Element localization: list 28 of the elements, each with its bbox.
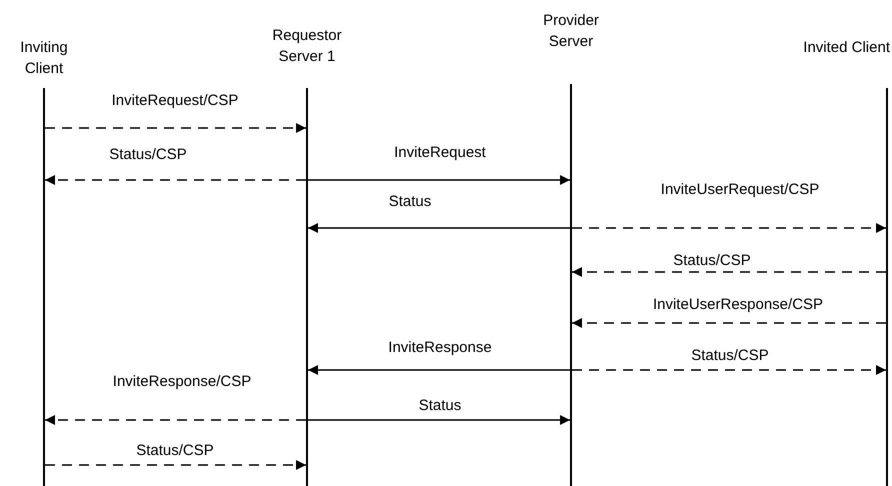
message-arrow <box>45 460 306 470</box>
participant-label: Invited Client <box>802 38 890 58</box>
message-arrow <box>45 415 306 425</box>
message-arrow <box>308 415 570 425</box>
message-arrow <box>308 223 570 233</box>
message-arrow <box>572 318 886 328</box>
message-arrow <box>572 223 886 233</box>
edge-label: Status/CSP <box>136 442 214 460</box>
edge-label: InviteResponse <box>388 339 492 357</box>
edge-label: InviteResponse/CSP <box>112 373 252 391</box>
edge-label: InviteRequest <box>394 144 486 162</box>
participant-label: Inviting Client <box>19 38 69 79</box>
edge-label: Status <box>388 193 432 211</box>
message-arrow <box>572 267 886 277</box>
edge-label: Status/CSP <box>673 252 751 270</box>
participant-label: Provider Server <box>542 11 600 52</box>
edge-label: InviteUserResponse/CSP <box>652 296 824 314</box>
message-arrow <box>45 175 306 185</box>
message-arrow <box>308 365 570 375</box>
edge-label: InviteUserRequest/CSP <box>660 181 820 199</box>
message-arrow <box>308 175 570 185</box>
edge-label: Status <box>418 397 462 415</box>
edge-label: InviteRequest/CSP <box>112 92 238 110</box>
participant-label: Requestor Server 1 <box>271 26 343 67</box>
message-arrow <box>572 365 886 375</box>
message-arrow <box>45 123 306 133</box>
edge-label: Status/CSP <box>109 146 187 164</box>
edge-label: Status/CSP <box>691 347 769 365</box>
